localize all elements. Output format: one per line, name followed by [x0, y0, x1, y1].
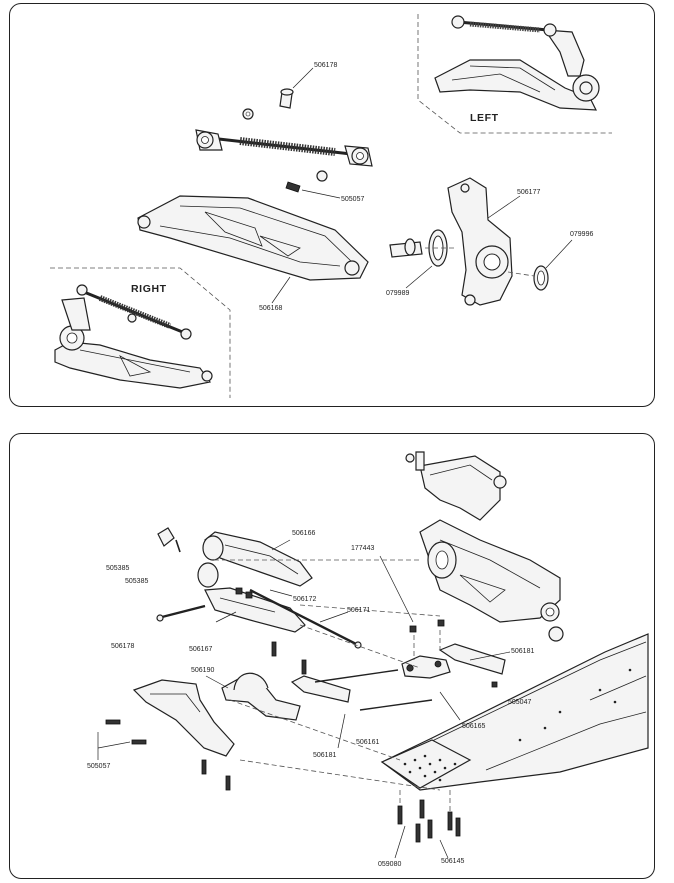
- assembly-guide-lines: [214, 559, 451, 812]
- part-label-505385-bottom: 505385: [125, 578, 149, 585]
- part-label-506181-left: 506181: [313, 752, 337, 759]
- right-assembly-illustration: [54, 284, 213, 389]
- front-arm-cluster-illustration: [156, 527, 362, 649]
- part-label-177443: 177443: [351, 545, 375, 552]
- part-label-506177: 506177: [517, 189, 541, 196]
- part-label-506167: 506167: [189, 646, 213, 653]
- steering-knuckle-illustration: [447, 177, 521, 306]
- lower-arm-illustration: [137, 195, 369, 304]
- part-label-506166: 506166: [292, 530, 316, 537]
- left-assembly-illustration: [434, 15, 600, 111]
- part-label-506178: 506178: [111, 643, 135, 650]
- part-label-505047: 505047: [508, 699, 532, 706]
- part-label-505385-top: 505385: [106, 565, 130, 572]
- right-view-title: RIGHT: [131, 283, 167, 295]
- part-label-506168: 506168: [259, 305, 283, 312]
- part-label-505057: 505057: [341, 196, 365, 203]
- bearing-079996-illustration: [507, 239, 573, 291]
- bumper-bulkhead-illustration: [132, 672, 301, 757]
- hub-pin-and-bearing-illustration: [389, 229, 455, 289]
- left-view-divider: [417, 14, 612, 134]
- camber-link-illustration: [195, 67, 373, 199]
- chassis-plate-illustration: [380, 633, 649, 791]
- link-rods-illustration: [290, 643, 511, 749]
- part-label-506190: 506190: [191, 667, 215, 674]
- part-label-506165: 506165: [462, 723, 486, 730]
- left-view-title: LEFT: [470, 112, 499, 124]
- part-label-505057: 505057: [87, 763, 111, 770]
- part-label-079996: 079996: [570, 231, 594, 238]
- bottom-exploded-view-panel: [9, 433, 655, 879]
- part-label-506172: 506172: [293, 596, 317, 603]
- part-label-506171: 506171: [347, 607, 371, 614]
- top-exploded-view-panel: [9, 3, 655, 407]
- screws-illustration: [97, 555, 498, 859]
- part-label-079989: 079989: [386, 290, 410, 297]
- part-label-506161: 506161: [356, 739, 380, 746]
- part-label-506145: 506145: [441, 858, 465, 865]
- part-label-506178: 506178: [314, 62, 338, 69]
- part-label-506181-right: 506181: [511, 648, 535, 655]
- right-view-divider: [50, 267, 231, 398]
- assembled-suspension-illustration: [405, 451, 564, 642]
- part-label-059080: 059080: [378, 861, 402, 868]
